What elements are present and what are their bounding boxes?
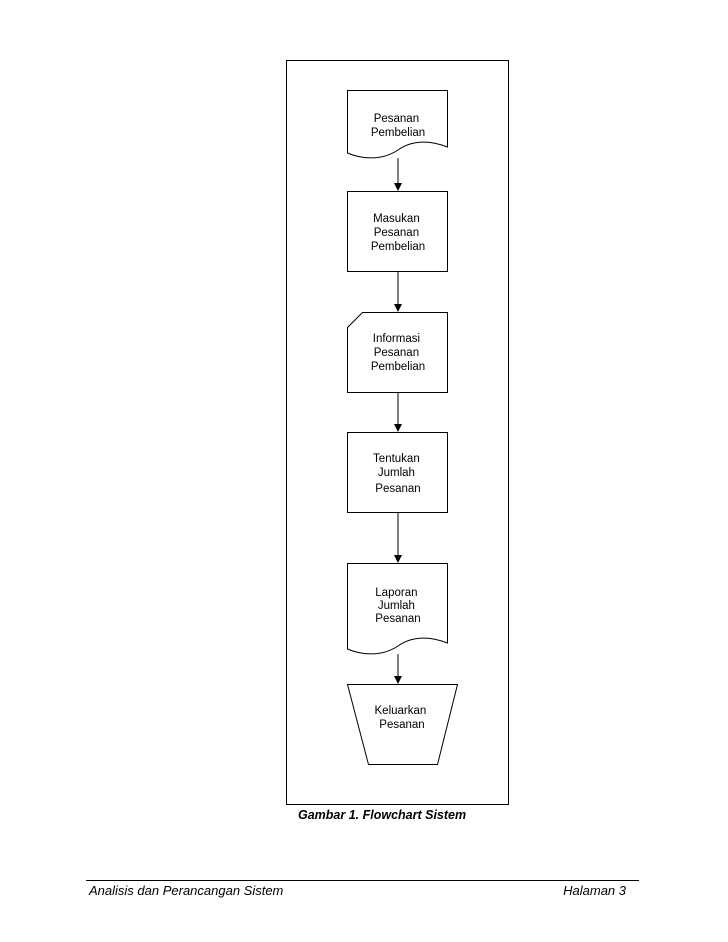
node-label: Laporan Jumlah Pesanan (375, 587, 420, 625)
document-shape (347, 563, 448, 655)
node-label-line: Pembelian (371, 361, 425, 373)
node-masukan-pesanan-pembelian-process: Masukan Pesanan Pembelian (347, 191, 448, 272)
node-label-line: Tentukan (373, 453, 420, 465)
node-label-line: Pesanan (374, 113, 419, 125)
footer-document-title: Analisis dan Perancangan Sistem (89, 883, 284, 898)
node-label-line: Pesanan (374, 227, 419, 239)
document-shape (347, 90, 448, 159)
footer-divider (86, 880, 639, 881)
node-label: Tentukan Jumlah Pesanan (373, 453, 423, 495)
node-label-line: Pesanan (375, 613, 420, 625)
node-label: Masukan Pesanan Pembelian (371, 213, 425, 253)
node-pesanan-pembelian-document: Pesanan Pembelian (347, 90, 448, 159)
node-tentukan-jumlah-pesanan-process: Tentukan Jumlah Pesanan (347, 432, 448, 513)
figure-caption: Gambar 1. Flowchart Sistem (298, 808, 467, 822)
node-label-line: Jumlah (378, 600, 415, 612)
footer-page-number: Halaman 3 (563, 883, 626, 898)
node-label-line: Jumlah (378, 467, 415, 479)
node-label-line: Pesanan (379, 719, 424, 731)
node-label-line: Informasi (373, 333, 420, 345)
node-label-line: Pesanan (375, 483, 420, 495)
flowchart-frame (286, 60, 509, 805)
node-label-line: Pembelian (371, 127, 425, 139)
node-informasi-pesanan-pembelian-card: Informasi Pesanan Pembelian (347, 312, 448, 393)
node-label-line: Laporan (375, 587, 417, 599)
node-laporan-jumlah-pesanan-document: Laporan Jumlah Pesanan (347, 563, 448, 655)
node-label-line: Pesanan (374, 347, 419, 359)
node-label-line: Masukan (373, 213, 420, 225)
card-shape (347, 312, 448, 393)
manual-operation-shape (346, 684, 459, 765)
node-label-line: Pembelian (371, 241, 425, 253)
node-label-line: Keluarkan (375, 705, 427, 717)
process-shape (347, 432, 448, 513)
node-keluarkan-pesanan-manual-operation: Keluarkan Pesanan (346, 684, 459, 765)
node-label: Pesanan Pembelian (371, 113, 425, 139)
node-label: Informasi Pesanan Pembelian (371, 333, 425, 373)
node-label: Keluarkan Pesanan (375, 705, 430, 731)
process-shape (347, 191, 448, 272)
